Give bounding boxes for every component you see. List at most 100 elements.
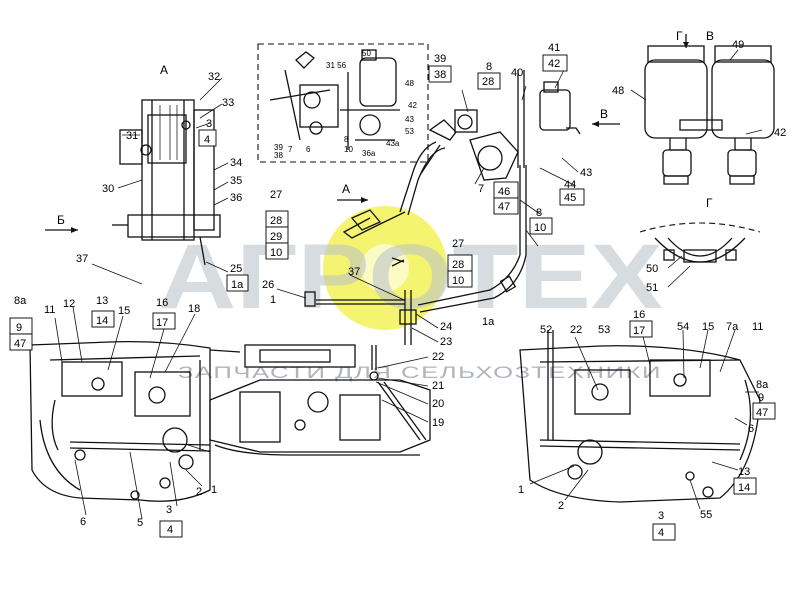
inset-label: 48: [405, 79, 414, 88]
inset-label: 39: [274, 143, 283, 152]
part-label: 31: [126, 130, 138, 142]
lower-left-assembly: [29, 340, 241, 502]
part-label: 28: [270, 215, 282, 227]
part-label: 38: [434, 69, 446, 81]
label-boxes: [9, 54, 776, 541]
part-label: 3: [658, 510, 664, 522]
watermark-sub-text: ЗАПЧАСТИ ДЛЯ СЕЛЬХОЗТЕХНИКИ: [178, 363, 662, 382]
part-label: 13: [738, 466, 750, 478]
view-label-a: А: [342, 182, 350, 196]
inset-label: 53: [405, 127, 414, 136]
inset-label: 7: [288, 145, 293, 154]
part-label: 2: [196, 486, 202, 498]
part-label: 14: [96, 315, 108, 327]
part-label: 37: [348, 266, 360, 278]
part-label: 7: [478, 183, 484, 195]
part-label: 48: [612, 85, 624, 97]
view-label-v: В: [600, 107, 608, 121]
part-label: 27: [270, 189, 282, 201]
view-label-g: Г: [676, 29, 683, 43]
part-label: 12: [63, 298, 75, 310]
part-label: 4: [204, 134, 210, 146]
part-label: 24: [440, 321, 452, 333]
part-label: 4: [658, 527, 664, 539]
part-labels: 32 33 3 4 31 34 35 30 36 37 25 1а 27 28 …: [14, 39, 786, 539]
view-g-clamp: [639, 222, 761, 263]
part-label: 51: [646, 282, 658, 294]
part-label: 1: [211, 484, 217, 496]
part-label: 18: [188, 303, 200, 315]
part-label: 8: [536, 207, 542, 219]
part-label: 52: [540, 324, 552, 336]
inset-label: 43а: [386, 139, 400, 148]
view-a-pedal-assembly: [112, 99, 221, 266]
view-label-b: Б: [57, 213, 65, 227]
part-label: 21: [432, 380, 444, 392]
inset-label: 36а: [362, 149, 376, 158]
view-label-a: А: [160, 63, 168, 77]
part-label: 27: [452, 238, 464, 250]
part-label: 32: [208, 71, 220, 83]
inset-label: 50: [362, 49, 371, 58]
part-label: 17: [633, 325, 645, 337]
part-label: 16: [633, 309, 645, 321]
part-label: 4: [167, 524, 173, 536]
part-label: 11: [44, 304, 55, 316]
part-label: 43: [580, 167, 592, 179]
part-label: 36: [230, 192, 242, 204]
part-label: 30: [102, 183, 114, 195]
part-label: 1: [270, 294, 276, 306]
part-label: 44: [564, 179, 576, 191]
part-label: 34: [230, 157, 242, 169]
part-label: 5: [137, 517, 143, 529]
part-label: 26: [262, 279, 274, 291]
part-label: 22: [570, 324, 582, 336]
part-label: 11: [752, 321, 763, 333]
part-label: 15: [118, 305, 130, 317]
part-label: 20: [432, 398, 444, 410]
part-label: 1а: [482, 316, 495, 328]
part-label: 8а: [756, 379, 769, 391]
inset-label: 10: [344, 145, 353, 154]
part-label: 9: [16, 322, 22, 334]
part-label: 10: [452, 275, 464, 287]
part-label: 42: [548, 58, 560, 70]
part-label: 45: [564, 192, 576, 204]
part-label: 47: [14, 338, 26, 350]
part-label: 41: [548, 42, 560, 54]
part-label: 29: [270, 231, 282, 243]
inset-label: 42: [408, 101, 417, 110]
part-label: 49: [732, 39, 744, 51]
part-label: 6: [80, 516, 86, 528]
part-label: 40: [511, 67, 523, 79]
inset-detail: 31 56 50 48 42 43 53 10 36а 43а 8 7 6 39…: [257, 43, 429, 163]
part-label: 37: [76, 253, 88, 265]
part-label: 47: [756, 407, 768, 419]
part-label: 16: [156, 297, 168, 309]
part-label: 8: [486, 61, 492, 73]
part-label: 17: [156, 317, 168, 329]
view-v-reservoirs: [644, 45, 775, 185]
part-label: 2: [558, 500, 564, 512]
part-label: 50: [646, 263, 658, 275]
part-label: 35: [230, 175, 242, 187]
view-arrows: [45, 34, 689, 233]
leader-lines: [54, 49, 763, 520]
inset-label: 43: [405, 115, 414, 124]
part-label: 25: [230, 263, 242, 275]
inset-label: 6: [306, 145, 311, 154]
part-label: 3: [166, 504, 172, 516]
lower-center-assembly: [209, 344, 431, 456]
part-label: 1а: [231, 279, 244, 291]
view-label-v: В: [706, 29, 714, 43]
part-label: 33: [222, 97, 234, 109]
part-label: 6: [748, 423, 754, 435]
part-label: 47: [498, 201, 510, 213]
part-label: 13: [96, 295, 108, 307]
view-label-g: Г: [706, 196, 713, 210]
part-label: 28: [452, 259, 464, 271]
part-label: 53: [598, 324, 610, 336]
part-label: 46: [498, 186, 510, 198]
part-label: 8а: [14, 295, 27, 307]
